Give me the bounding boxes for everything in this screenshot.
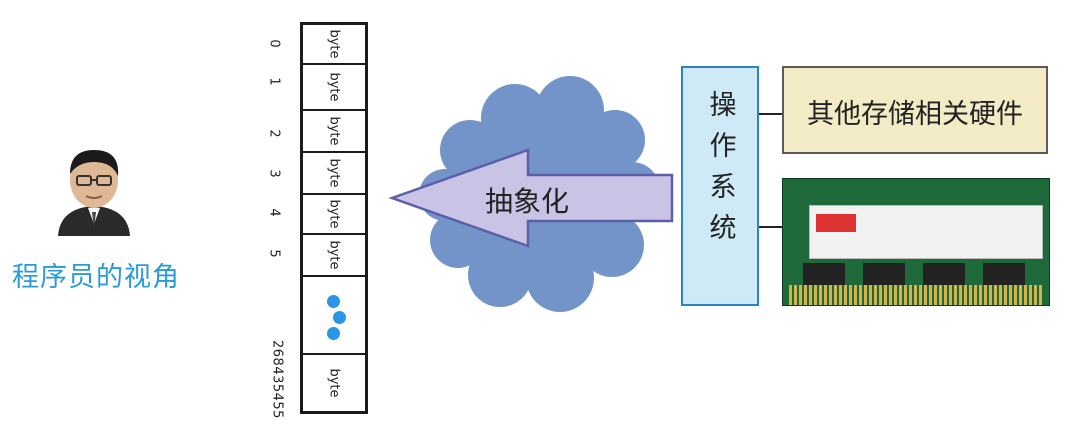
ram-gold-pins (789, 285, 1043, 305)
ellipsis-dot (333, 311, 346, 324)
ram-chip (803, 263, 845, 285)
memory-cell: byte (303, 235, 365, 277)
memory-cell: byte (303, 65, 365, 111)
memory-cell: byte (303, 195, 365, 235)
cell-label: byte (326, 116, 342, 146)
cell-label: byte (326, 368, 342, 398)
other-storage-hardware-box: 其他存储相关硬件 (782, 66, 1048, 154)
address-label-5: 5 (266, 249, 282, 258)
cloud-shape (419, 76, 660, 312)
ram-chip (923, 263, 965, 285)
cell-label: byte (326, 240, 342, 270)
address-label-0: 0 (266, 39, 282, 48)
address-label-2: 2 (266, 129, 282, 138)
cell-label: byte (326, 29, 342, 59)
ellipsis-dot (327, 327, 340, 340)
cell-label: byte (326, 72, 342, 102)
memory-cell: byte (303, 111, 365, 153)
cell-label: byte (326, 158, 342, 188)
address-label-3: 3 (266, 169, 282, 178)
ram-module-icon (782, 178, 1050, 306)
ram-sticker (809, 205, 1043, 259)
cell-label: byte (326, 199, 342, 229)
other-storage-hardware-label: 其他存储相关硬件 (807, 99, 1023, 130)
abstraction-arrow (388, 148, 674, 248)
address-label-1: 1 (266, 77, 282, 86)
address-label-last: 268435455 (269, 340, 285, 419)
memory-column: byte byte byte byte byte byte byte (300, 22, 368, 414)
memory-ellipsis-cell (303, 277, 365, 355)
operating-system-label: 操作系统 (704, 90, 736, 254)
ram-brand-mark (816, 214, 856, 232)
connector-line (759, 226, 782, 228)
memory-cell: byte (303, 355, 365, 411)
abstraction-label: 抽象化 (485, 185, 570, 218)
connector-line (759, 113, 782, 115)
ram-chip (983, 263, 1025, 285)
address-label-4: 4 (266, 208, 282, 217)
programmer-avatar-icon (58, 150, 130, 236)
memory-cell: byte (303, 153, 365, 195)
memory-cell: byte (303, 25, 365, 65)
ram-chip (863, 263, 905, 285)
ellipsis-dot (327, 295, 340, 308)
programmer-view-label: 程序员的视角 (12, 262, 180, 293)
operating-system-box: 操作系统 (681, 66, 759, 306)
